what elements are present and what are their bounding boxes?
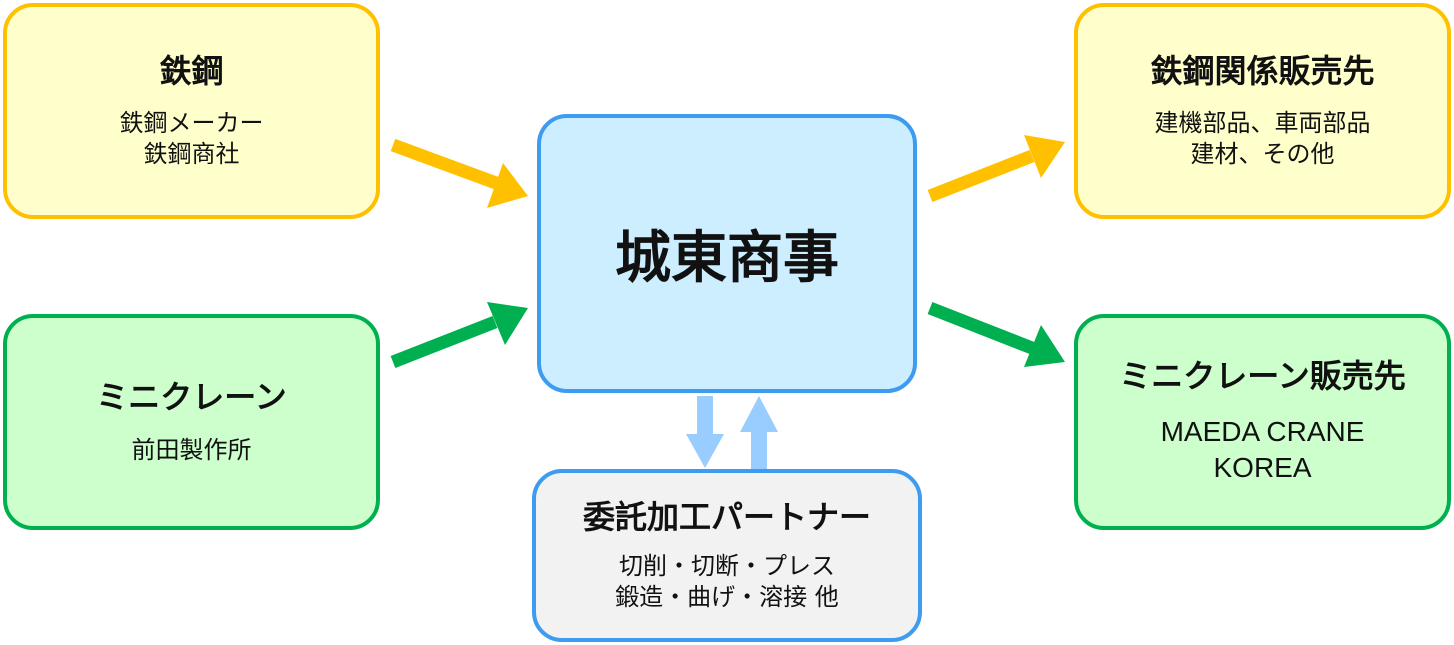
steel-sales-line: 建機部品、車両部品 xyxy=(1154,109,1371,137)
center-company-box: 城東商事 xyxy=(537,114,917,393)
arrow-partner-to-center xyxy=(740,396,778,470)
partner-title: 委託加工パートナー xyxy=(582,498,871,537)
arrow-steel-to-center xyxy=(390,138,528,208)
steel-supplier-line: 鉄鋼メーカー xyxy=(119,109,264,137)
arrow-center-to-crane-sales xyxy=(927,301,1065,367)
steel-sales-title: 鉄鋼関係販売先 xyxy=(1150,51,1375,90)
partner-line: 切削・切断・プレス xyxy=(619,551,835,580)
steel-supplier-title: 鉄鋼 xyxy=(159,51,224,90)
partner-line: 鍛造・曲げ・溶接 他 xyxy=(615,582,839,611)
crane-sales-title: ミニクレーン販売先 xyxy=(1119,357,1406,396)
arrow-crane-to-center xyxy=(390,302,528,369)
crane-supplier-line: 前田製作所 xyxy=(131,435,252,464)
arrow-center-to-partner xyxy=(686,396,724,468)
crane-sales-box: ミニクレーン販売先 MAEDA CRANE KOREA xyxy=(1074,314,1451,530)
arrow-center-to-steel-sales xyxy=(927,135,1065,203)
center-company-title: 城東商事 xyxy=(615,226,839,291)
crane-supplier-title: ミニクレーン xyxy=(96,378,287,417)
steel-supplier-box: 鉄鋼 鉄鋼メーカー 鉄鋼商社 xyxy=(3,3,380,219)
steel-sales-box: 鉄鋼関係販売先 建機部品、車両部品 建材、その他 xyxy=(1074,3,1451,219)
crane-sales-line: MAEDA CRANE xyxy=(1160,415,1365,447)
crane-sales-line: KOREA xyxy=(1213,452,1312,484)
steel-sales-line: 建材、その他 xyxy=(1190,140,1335,169)
steel-supplier-line: 鉄鋼商社 xyxy=(143,140,240,169)
crane-supplier-box: ミニクレーン 前田製作所 xyxy=(3,314,380,530)
partner-box: 委託加工パートナー 切削・切断・プレス 鍛造・曲げ・溶接 他 xyxy=(532,469,922,642)
